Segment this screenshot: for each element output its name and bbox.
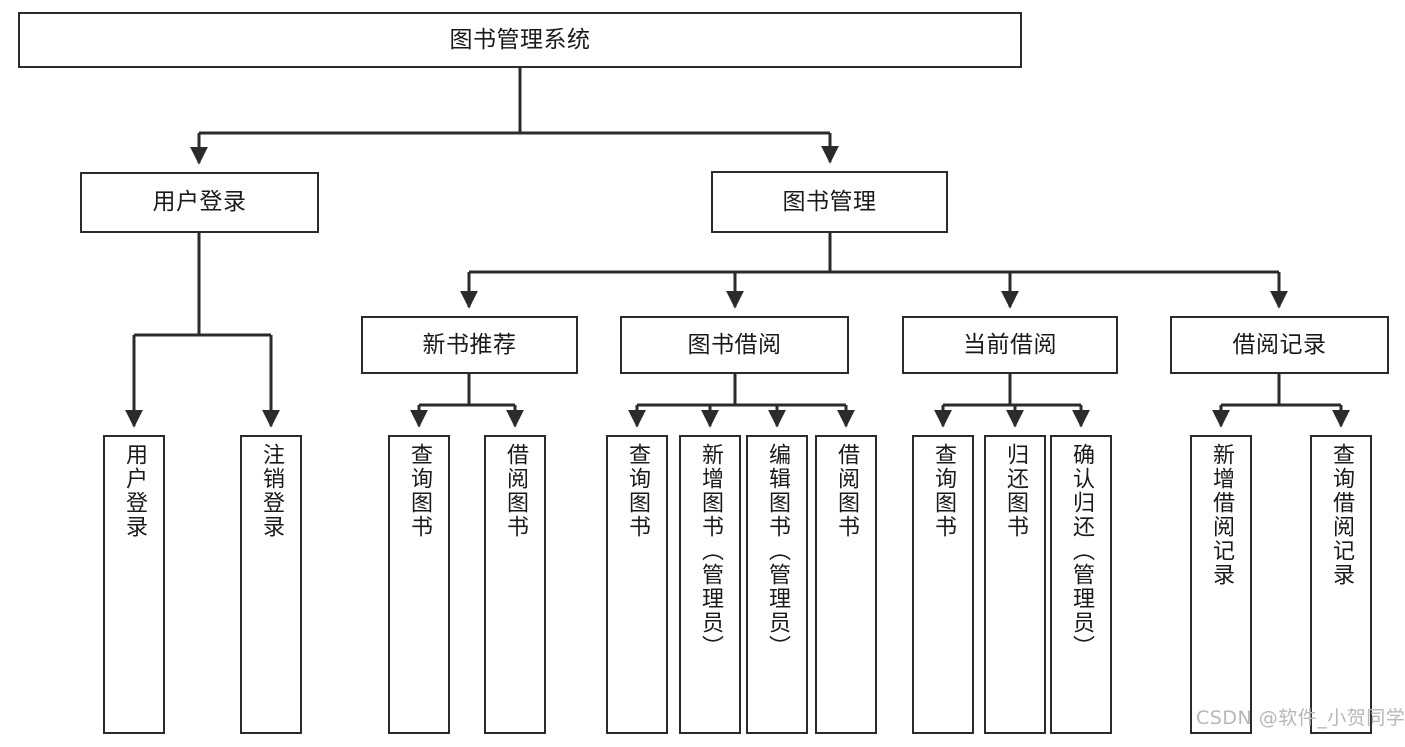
leaf-current-confirm-return-admin[interactable]: 确认归还（管理员） [1050, 435, 1112, 734]
leaf-borrow-query-book-label: 查询图书 [624, 443, 650, 539]
node-current-borrow-label: 当前借阅 [963, 331, 1057, 358]
leaf-borrow-lend-book-label: 借阅图书 [833, 443, 859, 539]
leaf-logout[interactable]: 注销登录 [240, 435, 302, 734]
leaf-newbook-borrow-book-label: 借阅图书 [502, 443, 528, 539]
leaf-borrow-add-book-admin[interactable]: 新增图书（管理员） [679, 435, 741, 734]
leaf-newbook-borrow-book[interactable]: 借阅图书 [484, 435, 546, 734]
node-book-management[interactable]: 图书管理 [711, 171, 948, 233]
node-user-login-label: 用户登录 [152, 189, 247, 216]
node-book-borrow[interactable]: 图书借阅 [620, 316, 849, 374]
leaf-newbook-query-book[interactable]: 查询图书 [388, 435, 450, 734]
leaf-newbook-query-book-label: 查询图书 [406, 443, 432, 539]
node-borrow-records[interactable]: 借阅记录 [1170, 316, 1389, 374]
leaf-user-login[interactable]: 用户登录 [103, 435, 165, 734]
leaf-borrow-query-book[interactable]: 查询图书 [606, 435, 668, 734]
node-root-label: 图书管理系统 [449, 26, 591, 53]
leaf-records-query-record[interactable]: 查询借阅记录 [1310, 435, 1372, 734]
leaf-current-return-book[interactable]: 归还图书 [984, 435, 1046, 734]
leaf-records-add-record[interactable]: 新增借阅记录 [1190, 435, 1252, 734]
node-user-login[interactable]: 用户登录 [80, 172, 319, 233]
leaf-user-login-label: 用户登录 [121, 443, 147, 539]
node-borrow-records-label: 借阅记录 [1232, 331, 1327, 358]
leaf-current-confirm-return-admin-label: 确认归还（管理员） [1068, 443, 1094, 659]
node-book-management-label: 图书管理 [782, 188, 877, 215]
node-new-book-recommend[interactable]: 新书推荐 [361, 316, 578, 374]
node-book-borrow-label: 图书借阅 [687, 331, 782, 358]
leaf-borrow-add-book-admin-label: 新增图书（管理员） [697, 443, 723, 659]
leaf-current-query-book-label: 查询图书 [930, 443, 956, 539]
node-current-borrow[interactable]: 当前借阅 [902, 316, 1118, 374]
leaf-records-query-record-label: 查询借阅记录 [1328, 443, 1354, 587]
leaf-borrow-edit-book-admin[interactable]: 编辑图书（管理员） [746, 435, 808, 734]
node-new-book-recommend-label: 新书推荐 [422, 331, 517, 358]
leaf-borrow-edit-book-admin-label: 编辑图书（管理员） [764, 443, 790, 659]
node-root[interactable]: 图书管理系统 [18, 12, 1022, 68]
leaf-borrow-lend-book[interactable]: 借阅图书 [815, 435, 877, 734]
leaf-logout-label: 注销登录 [258, 443, 284, 539]
leaf-records-add-record-label: 新增借阅记录 [1208, 443, 1234, 587]
csdn-watermark: CSDN @软件_小贺同学 [1196, 707, 1405, 729]
leaf-current-query-book[interactable]: 查询图书 [912, 435, 974, 734]
leaf-current-return-book-label: 归还图书 [1002, 443, 1028, 539]
